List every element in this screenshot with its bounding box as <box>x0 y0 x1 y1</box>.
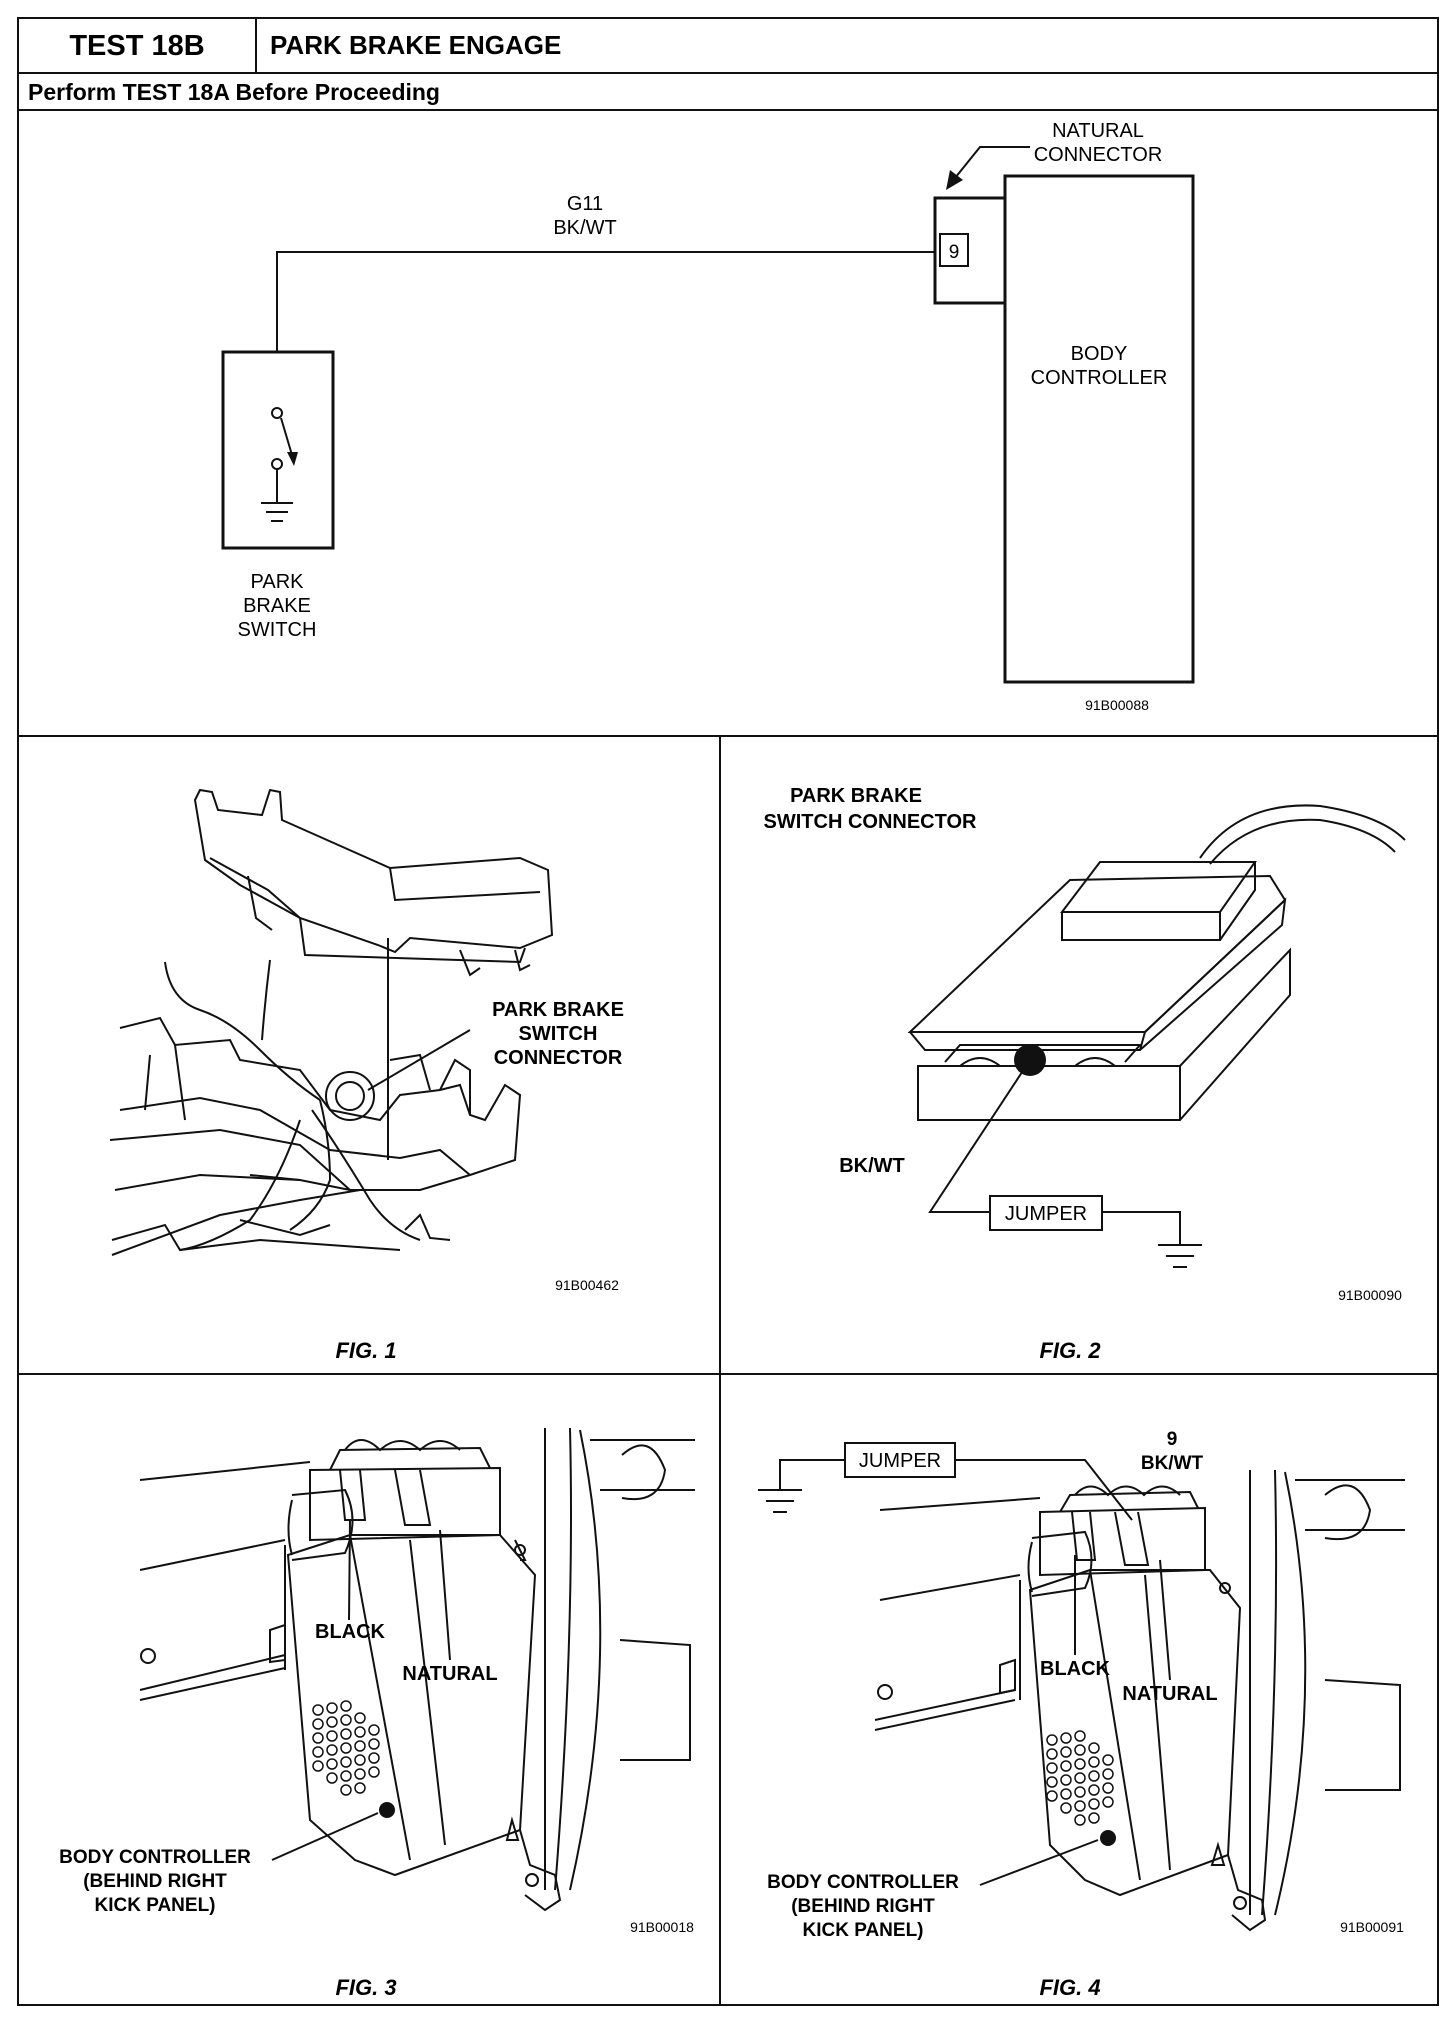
pin-9-box <box>939 233 969 267</box>
wire-g11 <box>276 251 935 352</box>
fig4-jumper-label: JUMPER <box>859 1450 941 1472</box>
fig4-caption: FIG. 4 <box>1039 1975 1100 2000</box>
controller-label-2: CONTROLLER <box>1031 367 1168 389</box>
fig4-controller-illustration <box>874 1469 1405 1932</box>
fig1-callout-1: PARK BRAKE <box>492 999 624 1021</box>
prerequisite-note: Perform TEST 18A Before Proceeding <box>28 79 440 105</box>
fig2-panel: PARK BRAKE SWITCH CONNECTOR JUMPER <box>764 785 1406 1363</box>
fig4-natural-label: NATURAL <box>1122 1683 1217 1705</box>
fig3-panel: BLACK NATURAL BODY CONTROLLER (BEHIND RI… <box>59 1427 695 2000</box>
fig4-ground-symbol <box>758 1489 802 1513</box>
ground-symbol <box>261 469 293 522</box>
fig1-panel: PARK BRAKE SWITCH CONNECTOR 91B00462 FIG… <box>109 788 624 1363</box>
fig2-caption: FIG. 2 <box>1039 1338 1101 1363</box>
switch-label-2: BRAKE <box>243 595 311 617</box>
fig3-black-leader <box>348 1519 351 1621</box>
fig3-natural-leader <box>439 1529 451 1661</box>
fig4-black-label: BLACK <box>1040 1658 1111 1680</box>
fig3-black-label: BLACK <box>315 1621 386 1643</box>
fig3-vent-grille <box>312 1700 380 1796</box>
park-brake-switch-box <box>221 350 335 550</box>
page-frame <box>17 17 1439 2006</box>
switch-contact-lower <box>271 458 283 470</box>
fig4-wire-label: BK/WT <box>1141 1453 1204 1474</box>
test-id: TEST 18B <box>69 30 204 62</box>
fig3-controller-leader <box>271 1812 379 1861</box>
fig1-leader-line <box>367 1029 471 1091</box>
connector-label-2: CONNECTOR <box>1034 144 1163 166</box>
fig2-ref-code: 91B00090 <box>1338 1287 1402 1303</box>
fig4-vent-grille <box>1046 1730 1114 1826</box>
fig2-ground-wire <box>1102 1211 1181 1245</box>
fig3-controller-label-1: BODY CONTROLLER <box>59 1847 251 1868</box>
fig4-ref-code: 91B00091 <box>1340 1919 1404 1935</box>
wire-circuit-label: G11 <box>567 193 603 215</box>
fig4-controller-label-1: BODY CONTROLLER <box>767 1872 959 1893</box>
fig3-natural-label: NATURAL <box>402 1663 497 1685</box>
fig3-controller-label-3: KICK PANEL) <box>94 1895 215 1916</box>
fig1-callout-3: CONNECTOR <box>494 1047 623 1069</box>
fig3-controller-illustration <box>139 1427 695 1912</box>
wiring-schematic: G11 BK/WT PARK BRAKE SWITCH 9 NATURAL CO… <box>221 120 1195 713</box>
fig2-connector-illustration <box>907 804 1406 1121</box>
fig4-controller-marker <box>1100 1830 1116 1846</box>
fig3-controller-marker <box>379 1802 395 1818</box>
fig4-controller-label-2: (BEHIND RIGHT <box>791 1896 935 1917</box>
fig3-ref-code: 91B00018 <box>630 1919 694 1935</box>
fig4-pin-number: 9 <box>1167 1429 1178 1450</box>
fig2-title-1: PARK BRAKE <box>790 785 922 807</box>
fig3-controller-label-2: (BEHIND RIGHT <box>83 1871 227 1892</box>
fig2-jumper-box <box>989 1195 1103 1231</box>
wire-color-label: BK/WT <box>553 217 616 239</box>
switch-label-3: SWITCH <box>238 619 317 641</box>
fig2-jumper-label: JUMPER <box>1005 1203 1087 1225</box>
switch-contact-upper <box>271 407 283 419</box>
fig2-ground-symbol <box>1158 1244 1202 1268</box>
fig1-console-illustration <box>109 788 554 1256</box>
schematic-ref-code: 91B00088 <box>1085 697 1149 713</box>
fig2-title-2: SWITCH CONNECTOR <box>764 811 978 833</box>
connector-leader <box>954 146 1030 179</box>
fig1-callout-2: SWITCH <box>519 1023 598 1045</box>
fig1-ref-code: 91B00462 <box>555 1277 619 1293</box>
connector-arrowhead <box>946 170 963 190</box>
fig4-natural-leader <box>1159 1559 1171 1681</box>
switch-arrow <box>287 452 298 466</box>
fig4-controller-label-3: KICK PANEL) <box>802 1920 923 1941</box>
fig1-caption: FIG. 1 <box>335 1338 396 1363</box>
fig4-panel: 9 BK/WT JUMPER <box>758 1429 1405 2000</box>
test-title: PARK BRAKE ENGAGE <box>270 30 561 60</box>
body-controller-box <box>1003 174 1195 684</box>
controller-label-1: BODY <box>1071 343 1128 365</box>
fig4-jumper-lead <box>955 1459 1133 1521</box>
fig4-ground-wire <box>779 1459 845 1490</box>
fig3-caption: FIG. 3 <box>335 1975 396 2000</box>
fig4-controller-leader <box>979 1839 1099 1886</box>
fig2-wire-label: BK/WT <box>839 1155 905 1177</box>
pin-number: 9 <box>949 242 960 263</box>
switch-label-1: PARK <box>251 571 305 593</box>
fig2-jumper-wire <box>928 1059 1031 1213</box>
connector-label-1: NATURAL <box>1052 120 1144 142</box>
